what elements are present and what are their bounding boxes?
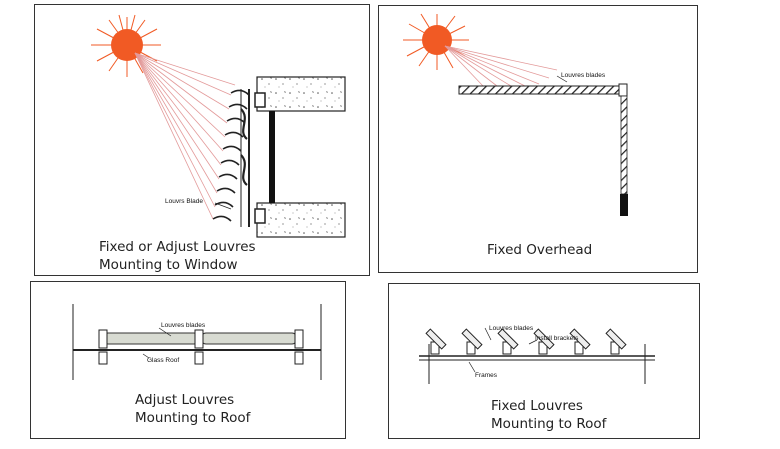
louvre-blade-left — [102, 332, 200, 345]
adjust-caption-line1: Adjust Louvres — [135, 392, 235, 408]
roof-label-leader — [142, 353, 150, 359]
brackets-label-leader — [528, 339, 538, 345]
blades-label-leader — [484, 327, 492, 341]
window-caption-line2: Mounting to Window — [99, 257, 238, 273]
fixed-roof-diagram: Louvres blades Install brackets Frames — [419, 325, 655, 384]
louvre-frame — [240, 89, 266, 227]
wall-block-bottom — [256, 202, 346, 238]
overhead-bracket — [618, 83, 628, 97]
panel-window-mounting: Louvrs Blade Fixed or Adjust Louvres Mou… — [34, 4, 370, 276]
blade-label-leader — [214, 202, 232, 210]
wall-block-top — [256, 76, 346, 112]
sun-rays — [444, 45, 558, 87]
adjust-caption-line2: Mounting to Roof — [135, 410, 251, 426]
panel-fixed-roof: Louvres blades Install brackets Frames F… — [388, 283, 700, 439]
fixed-blades-label: Louvres blades — [489, 325, 534, 332]
frames-label: Frames — [475, 372, 498, 379]
fixed-louvre-blades — [425, 328, 627, 355]
blades-label-leader — [556, 75, 568, 83]
window-glass — [269, 111, 275, 203]
overhead-post-base — [620, 194, 628, 216]
frames-label-leader — [468, 361, 476, 373]
sun-rays — [134, 52, 236, 220]
sun-icon — [403, 13, 469, 70]
louvre-blade-right — [200, 332, 298, 345]
install-brackets-label: Install brackets — [535, 335, 579, 342]
fixed-caption-line1: Fixed Louvres — [491, 398, 583, 414]
blades-label-leader — [158, 327, 172, 337]
overhead-louvre-beam — [458, 85, 626, 95]
overhead-blades-label: Louvres blades — [561, 72, 606, 79]
glass-roof-label: Glass Roof — [147, 357, 179, 364]
louvre-blades — [212, 89, 250, 222]
overhead-diagram: Louvres blades — [403, 13, 628, 216]
window-caption-line1: Fixed or Adjust Louvres — [99, 239, 256, 255]
adjust-roof-diagram: Louvres blades Glass Roof — [72, 304, 322, 380]
window-mounting-diagram: Louvrs Blade — [91, 14, 346, 238]
fixed-caption-line2: Mounting to Roof — [491, 416, 607, 432]
panel-fixed-overhead: Louvres blades Fixed Overhead — [378, 5, 698, 273]
panel-adjust-roof: Louvres blades Glass Roof Adjust Louvres… — [30, 281, 346, 439]
overhead-caption: Fixed Overhead — [487, 242, 593, 258]
adjust-blades-label: Louvres blades — [161, 322, 206, 329]
roof-brackets — [98, 329, 304, 365]
blade-label: Louvrs Blade — [165, 198, 203, 205]
overhead-post — [620, 95, 628, 195]
